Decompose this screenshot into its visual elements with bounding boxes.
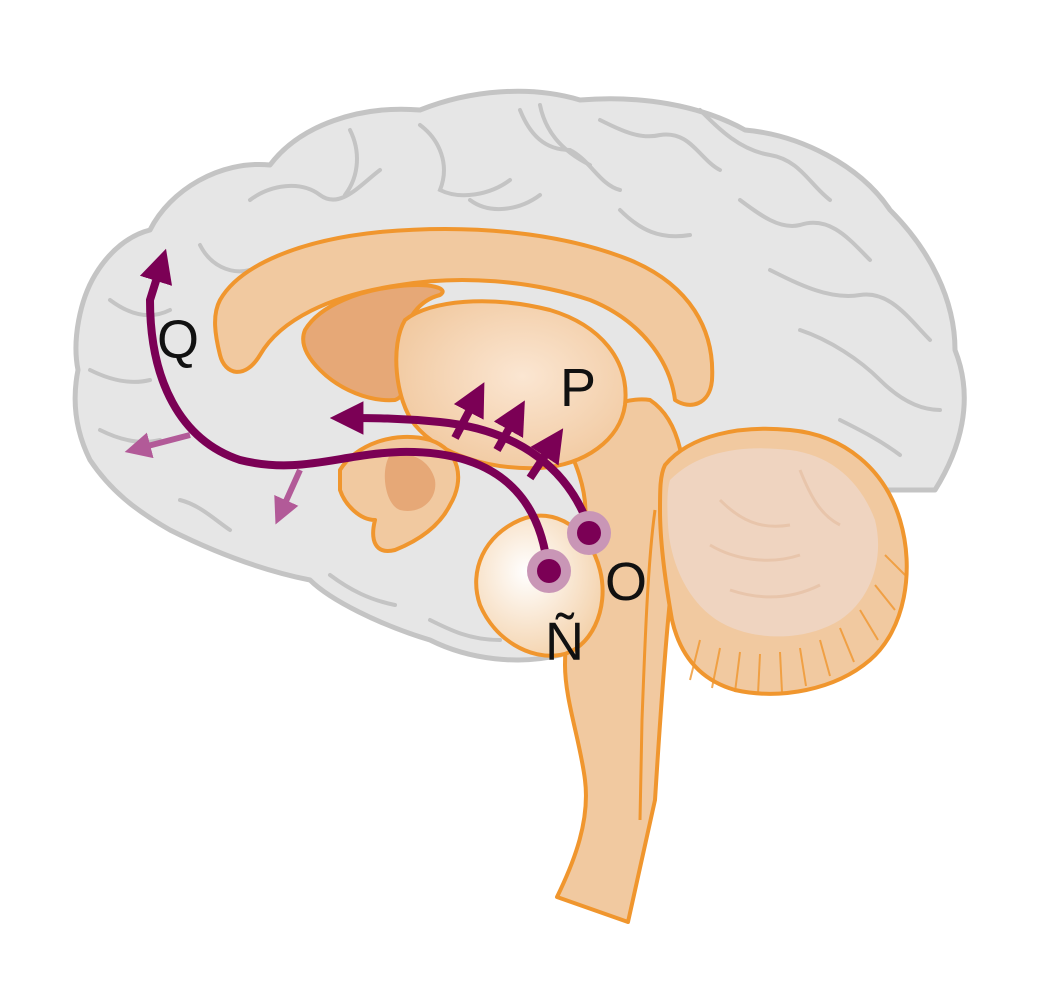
cortical-branch-2 xyxy=(274,468,303,525)
tuberoinfundibular-branch-1 xyxy=(451,382,485,440)
nucleus-n xyxy=(527,549,571,593)
mesocortical-pathway xyxy=(139,248,552,572)
corpus-callosum xyxy=(213,227,715,407)
nucleus-o xyxy=(567,511,611,555)
cortical-branch-1 xyxy=(124,432,191,459)
label-q: Q xyxy=(157,310,199,370)
label-p: P xyxy=(560,358,596,418)
label-o: O xyxy=(605,552,647,612)
cerebellum xyxy=(657,426,909,696)
basal-forebrain xyxy=(338,434,461,553)
tuberoinfundibular-branch-3 xyxy=(526,428,564,481)
dopamine-pathways xyxy=(124,248,594,572)
tuberoinfundibular-branch-2 xyxy=(493,400,525,452)
label-n: Ñ xyxy=(545,612,584,672)
